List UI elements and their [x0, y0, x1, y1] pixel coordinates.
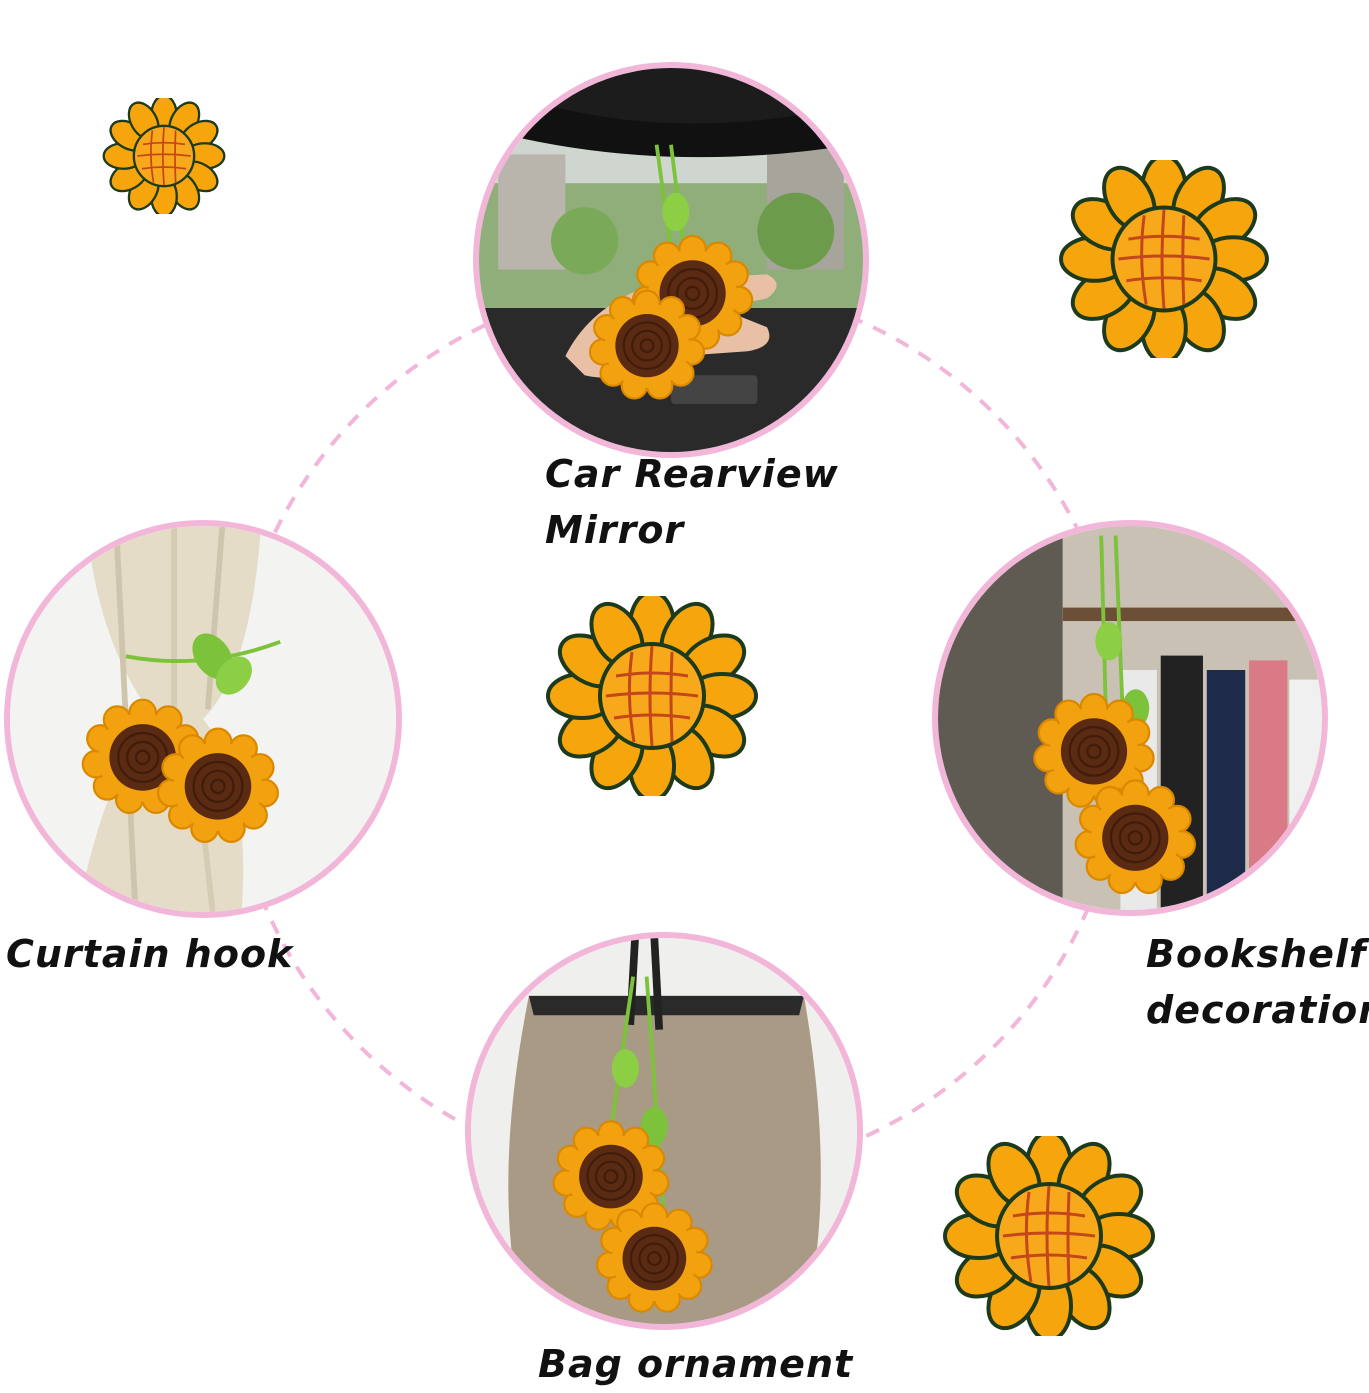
car-mirror-photo — [473, 62, 869, 458]
label-car-rearview-mirror: Car Rearview Mirror — [545, 446, 839, 558]
label-bookshelf-decoration: Bookshelf decoration — [1146, 926, 1369, 1038]
sunflower-doodle-icon — [943, 1136, 1155, 1336]
label-line: Car Rearview — [545, 452, 839, 496]
sunflower-doodle-icon — [1059, 160, 1269, 358]
label-line: decoration — [1146, 988, 1369, 1032]
bookshelf-photo — [932, 520, 1328, 916]
sunflower-doodle-icon — [546, 596, 758, 796]
label-line: Mirror — [545, 508, 685, 552]
sunflower-doodle-icon — [102, 98, 226, 214]
bag-ornament-photo — [465, 932, 863, 1330]
label-bag-ornament: Bag ornament — [538, 1342, 854, 1386]
label-curtain-hook: Curtain hook — [6, 932, 294, 976]
label-line: Bookshelf — [1146, 932, 1367, 976]
curtain-hook-photo — [4, 520, 402, 918]
